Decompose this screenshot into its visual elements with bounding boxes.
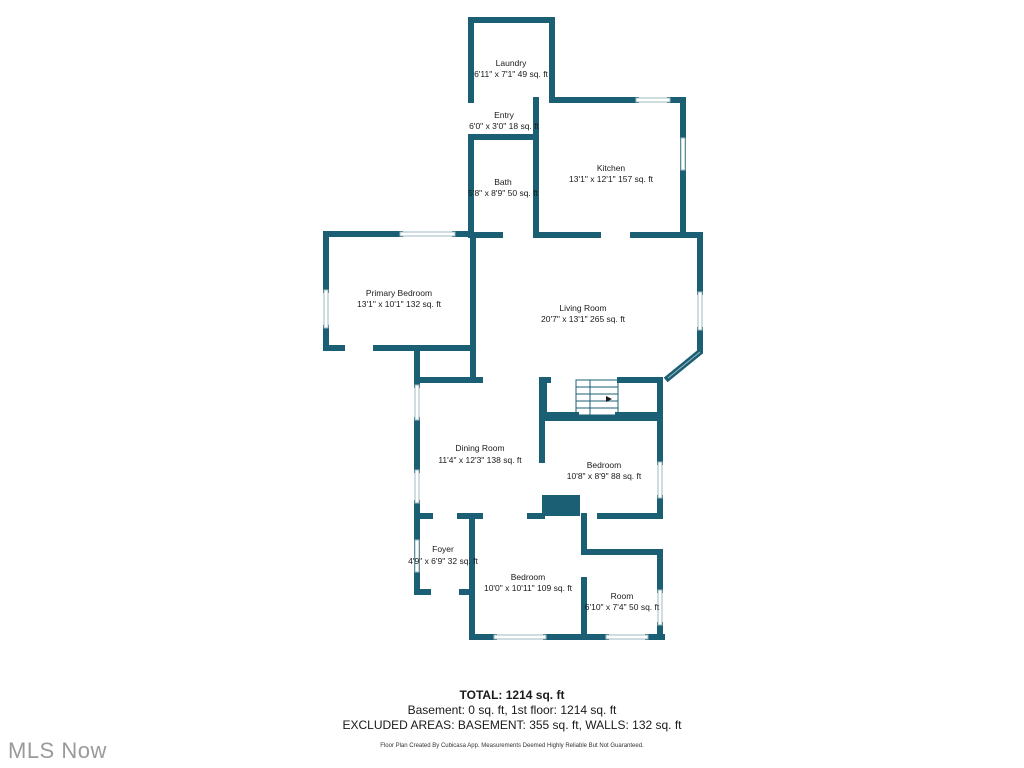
room-dims-dining-room: 11'4" x 12'3" 138 sq. ft — [438, 455, 522, 465]
room-dims-foyer: 4'9" x 6'9" 32 sq. ft — [408, 556, 478, 566]
room-name-bedroom-2: Bedroom — [511, 572, 546, 582]
room-name-primary-bedroom: Primary Bedroom — [366, 288, 432, 298]
room-dims-bedroom-1: 10'8" x 8'9" 88 sq. ft — [567, 471, 642, 481]
excluded-areas: EXCLUDED AREAS: BASEMENT: 355 sq. ft, WA… — [342, 718, 682, 732]
walls — [323, 17, 703, 640]
room-name-foyer: Foyer — [432, 544, 454, 554]
room-name-entry: Entry — [494, 110, 515, 120]
room-dims-bedroom-2: 10'0" x 10'11" 109 sq. ft — [484, 583, 573, 593]
floor-areas: Basement: 0 sq. ft, 1st floor: 1214 sq. … — [407, 703, 617, 717]
room-name-living-room: Living Room — [559, 303, 606, 313]
total-area: TOTAL: 1214 sq. ft — [459, 688, 565, 702]
staircase — [575, 379, 619, 416]
room-name-bath: Bath — [494, 177, 512, 187]
room-name-laundry: Laundry — [496, 58, 527, 68]
room-name-dining-room: Dining Room — [455, 443, 504, 453]
room-name-bedroom-1: Bedroom — [587, 460, 622, 470]
mls-now-logo: MLS Now — [8, 738, 107, 763]
room-dims-entry: 6'0" x 3'0" 18 sq. ft — [469, 121, 539, 131]
disclaimer-text: Floor Plan Created By Cubicasa App. Meas… — [380, 743, 644, 749]
chimney-block — [542, 495, 580, 516]
windows — [323, 97, 703, 640]
room-dims-primary-bedroom: 13'1" x 10'1" 132 sq. ft — [357, 299, 442, 309]
room-dims-bath: 5'8" x 8'9" 50 sq. ft — [468, 188, 538, 198]
room-dims-kitchen: 13'1" x 12'1" 157 sq. ft — [569, 174, 654, 184]
room-dims-room: 6'10" x 7'4" 50 sq. ft — [585, 602, 660, 612]
room-dims-laundry: 6'11" x 7'1" 49 sq. ft — [474, 69, 548, 79]
room-name-room: Room — [611, 591, 634, 601]
room-name-kitchen: Kitchen — [597, 163, 626, 173]
room-labels: Laundry 6'11" x 7'1" 49 sq. ft Entry 6'0… — [357, 58, 660, 612]
room-dims-living-room: 20'7" x 13'1" 265 sq. ft — [541, 314, 626, 324]
